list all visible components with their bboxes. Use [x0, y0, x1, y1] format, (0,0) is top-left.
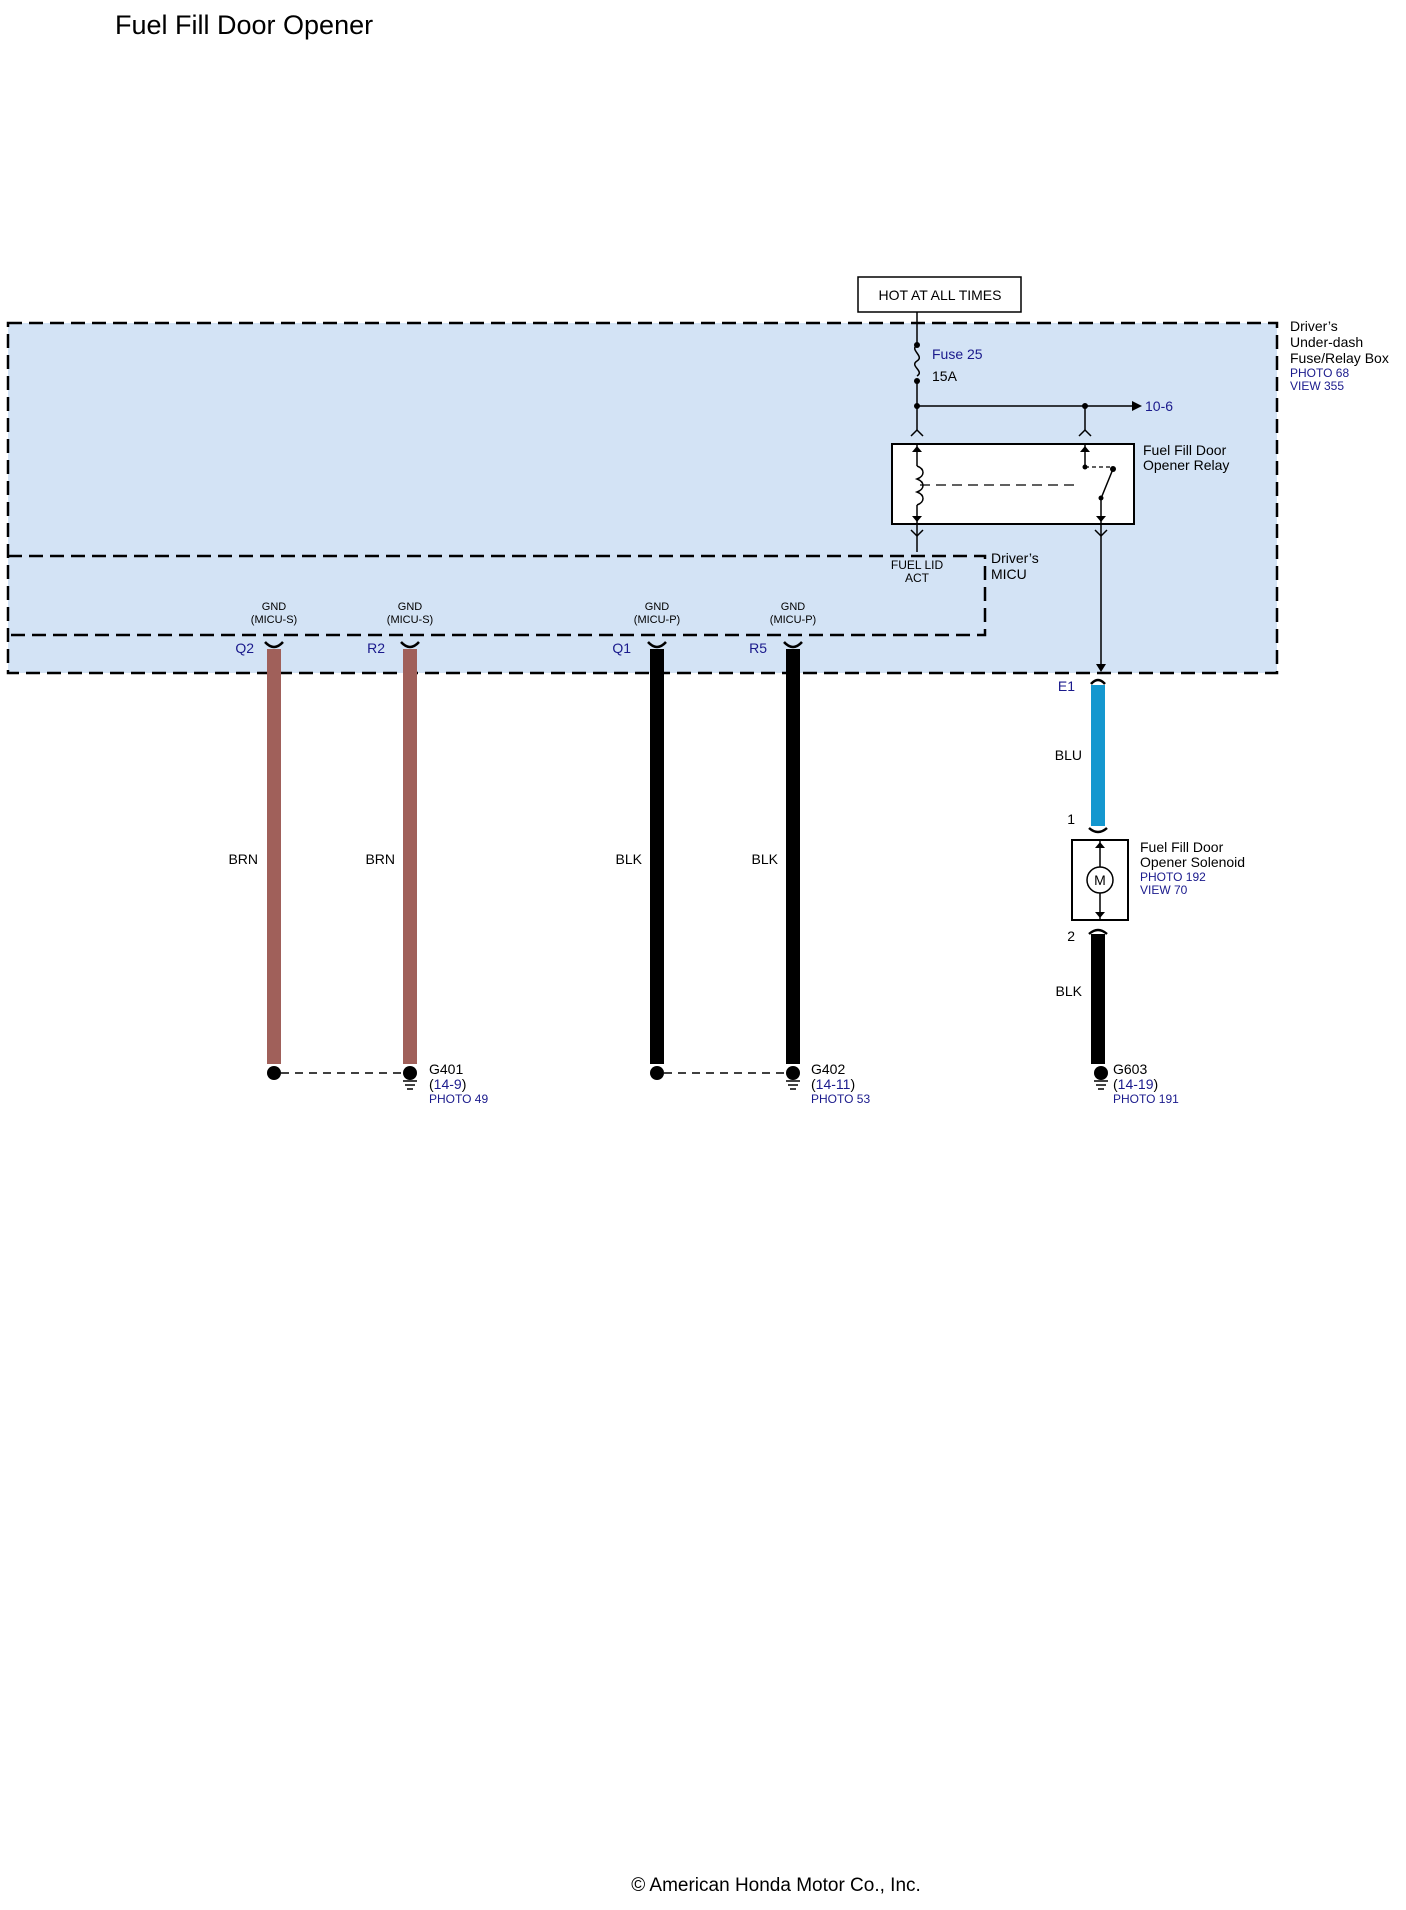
- solenoid-label-1: Fuel Fill Door: [1140, 839, 1224, 855]
- relay-switch-icon: [1101, 468, 1114, 497]
- micu-label-2: MICU: [991, 566, 1027, 582]
- relay-label-1: Fuel Fill Door: [1143, 442, 1227, 458]
- wire-color-label: BRN: [228, 851, 258, 867]
- fuse-box-name-1: Driver’s: [1290, 318, 1338, 334]
- fuse-box-view: VIEW 355: [1290, 379, 1344, 393]
- fuse-box-name-3: Fuse/Relay Box: [1290, 350, 1389, 366]
- ground-ref: (14-11): [811, 1076, 855, 1092]
- gnd-sub-label: (MICU-S): [251, 614, 297, 626]
- micu-boundary: [8, 554, 987, 637]
- ground-point-g401: G401 (14-9) PHOTO 49: [429, 1061, 488, 1106]
- micu-signal-2: ACT: [905, 571, 930, 585]
- relay-output-arrow-icon: [1096, 664, 1106, 672]
- page-title: Fuel Fill Door Opener: [115, 10, 373, 40]
- power-source-box: [857, 276, 1022, 313]
- wire-color-label: BLK: [752, 851, 779, 867]
- gnd-label: GND: [262, 601, 287, 613]
- copyright-footer: © American Honda Motor Co., Inc.: [631, 1875, 921, 1896]
- pin-label: Q1: [612, 640, 631, 656]
- ground-pin-q1: GND (MICU-P) Q1 BLK: [612, 601, 680, 1080]
- pin-label: R2: [367, 640, 385, 656]
- relay-box: [891, 443, 1135, 525]
- pin-label: R5: [749, 640, 767, 656]
- ground-pin-r5: GND (MICU-P) R5 BLK: [749, 601, 816, 1080]
- ground-name: G402: [811, 1061, 845, 1077]
- wire-blk-label: BLK: [1056, 983, 1083, 999]
- gnd-label: GND: [398, 601, 423, 613]
- gnd-sub-label: (MICU-P): [634, 614, 680, 626]
- gnd-sub-label: (MICU-P): [770, 614, 816, 626]
- gnd-label: GND: [781, 601, 806, 613]
- ground-name: G603: [1113, 1061, 1147, 1077]
- ground-ref: (14-9): [429, 1076, 466, 1092]
- ground-photo: PHOTO 53: [811, 1092, 870, 1106]
- branch-arrow-icon: [1132, 401, 1142, 411]
- ground-icon: [1094, 1080, 1108, 1090]
- ground-name: G401: [429, 1061, 463, 1077]
- relay-output-pin: E1: [1058, 678, 1075, 694]
- solenoid-label-2: Opener Solenoid: [1140, 854, 1245, 870]
- relay-label-2: Opener Relay: [1143, 457, 1229, 473]
- fuse-name: Fuse 25: [932, 346, 983, 362]
- motor-symbol: M: [1094, 872, 1106, 888]
- fuse-symbol: [914, 344, 920, 377]
- ground-photo: PHOTO 49: [429, 1092, 488, 1106]
- gnd-label: GND: [645, 601, 670, 613]
- ground-ref: (14-19): [1113, 1076, 1158, 1092]
- solenoid-view: VIEW 70: [1140, 883, 1188, 897]
- fuse-box-photo: PHOTO 68: [1290, 366, 1349, 380]
- wire-color-label: BLK: [616, 851, 643, 867]
- branch-ref: 10-6: [1145, 398, 1173, 414]
- micu-label-1: Driver’s: [991, 550, 1039, 566]
- solenoid-pin-2: 2: [1067, 928, 1075, 944]
- power-source-label: HOT AT ALL TIMES: [879, 287, 1002, 303]
- micu-signal-1: FUEL LID: [891, 558, 944, 572]
- wire-color-label: BRN: [365, 851, 395, 867]
- ground-point-g402: G402 (14-11) PHOTO 53: [811, 1061, 870, 1106]
- solenoid-photo: PHOTO 192: [1140, 870, 1206, 884]
- fuse-rating: 15A: [932, 368, 958, 384]
- wire-blu-label: BLU: [1055, 747, 1082, 763]
- fuse-box-name-2: Under-dash: [1290, 334, 1363, 350]
- pin-label: Q2: [235, 640, 254, 656]
- ground-pin-q2: GND (MICU-S) Q2 BRN: [228, 601, 297, 1080]
- gnd-sub-label: (MICU-S): [387, 614, 433, 626]
- ground-icon: [403, 1080, 417, 1090]
- ground-photo: PHOTO 191: [1113, 1092, 1179, 1106]
- ground-pin-r2: GND (MICU-S) R2 BRN: [365, 601, 433, 1080]
- ground-point-g603: G603 (14-19) PHOTO 191: [1113, 1061, 1179, 1106]
- ground-icon: [786, 1080, 800, 1090]
- solenoid-pin-1: 1: [1067, 811, 1075, 827]
